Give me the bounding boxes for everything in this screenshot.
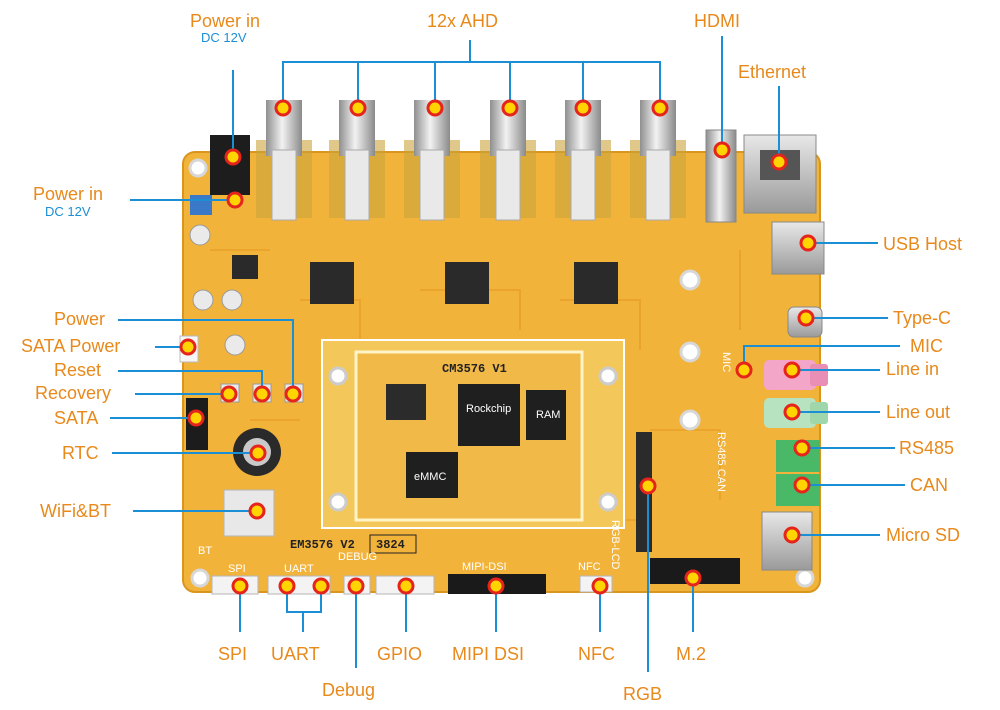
silk-mipi-dsi: MIPI-DSI — [462, 561, 507, 573]
silk-rs485-can: RS485 CAN — [715, 432, 727, 492]
silk-bt: BT — [198, 545, 212, 557]
soc-chip — [458, 384, 520, 446]
label-m2: M.2 — [676, 644, 707, 664]
emmc-chip — [406, 452, 458, 498]
label-sata: SATA — [54, 408, 99, 428]
label-mic: MIC — [910, 336, 943, 356]
label-ahd: 12x AHD — [427, 11, 499, 31]
label-nfc: NFC — [578, 644, 615, 664]
power-jack — [210, 135, 250, 195]
label-recovery: Recovery — [35, 383, 112, 403]
label-power-in-left-sub: DC 12V — [45, 204, 91, 219]
silk-mic: MIC — [720, 352, 732, 372]
capacitors — [189, 224, 246, 356]
label-type-c: Type-C — [893, 308, 952, 328]
silk-soc-brand: Rockchip — [466, 403, 511, 415]
label-rtc: RTC — [62, 443, 99, 463]
silk-emmc: eMMC — [414, 471, 446, 483]
label-power: Power — [54, 309, 106, 329]
label-rs485: RS485 — [899, 438, 955, 458]
label-line-out: Line out — [886, 402, 951, 422]
callout-markers — [179, 99, 817, 595]
silk-rgb-lcd: RGB-LCD — [609, 520, 621, 570]
silk-nfc: NFC — [578, 561, 601, 573]
mounting-holes — [188, 158, 815, 588]
silk-board-name: EM3576 V2 — [290, 538, 355, 552]
label-gpio: GPIO — [377, 644, 423, 664]
label-power-in-top: Power in — [190, 11, 261, 31]
label-reset: Reset — [54, 360, 102, 380]
silk-module-name: CM3576 V1 — [442, 362, 507, 376]
label-rgb: RGB — [623, 684, 663, 704]
label-wifi-bt: WiFi&BT — [40, 501, 111, 521]
chips — [232, 255, 618, 304]
label-ethernet: Ethernet — [738, 62, 807, 82]
label-usb-host: USB Host — [883, 234, 963, 254]
ram-chip — [526, 390, 566, 440]
label-uart: UART — [271, 644, 320, 664]
label-mipi-dsi: MIPI DSI — [452, 644, 525, 664]
label-can: CAN — [910, 475, 949, 495]
label-debug: Debug — [322, 680, 376, 700]
silk-board-rev: 3824 — [376, 538, 405, 552]
label-sata-power: SATA Power — [21, 336, 121, 356]
usb-host-port — [771, 221, 825, 275]
silk-ram: RAM — [536, 409, 560, 421]
label-line-in: Line in — [886, 359, 940, 379]
silk-uart: UART — [284, 563, 314, 575]
label-power-in-left: Power in — [33, 184, 104, 204]
silk-debug: DEBUG — [338, 551, 377, 563]
label-spi: SPI — [218, 644, 248, 664]
label-hdmi: HDMI — [694, 11, 740, 31]
label-micro-sd: Micro SD — [886, 525, 961, 545]
label-power-in-top-sub: DC 12V — [201, 30, 247, 45]
silk-spi: SPI — [228, 563, 246, 575]
